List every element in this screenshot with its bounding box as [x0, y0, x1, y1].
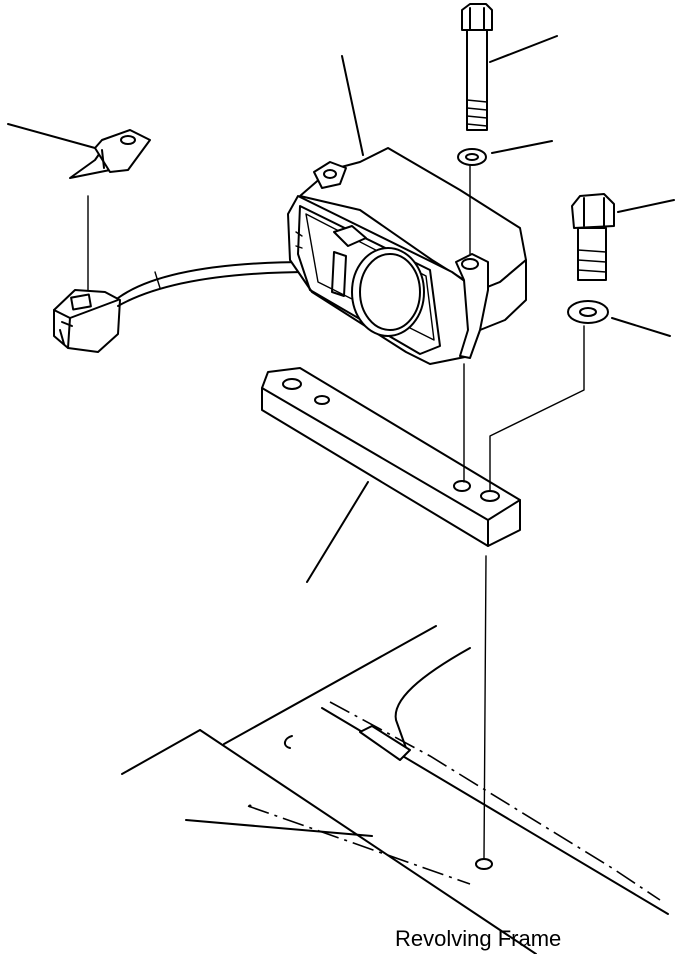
assembly-lines: [463, 325, 585, 859]
revolving-frame-label: Revolving Frame: [395, 926, 562, 951]
wire-connector: [53, 195, 313, 353]
washer-right: [567, 300, 609, 324]
mounting-bracket: [261, 367, 521, 547]
switch-box: [287, 147, 527, 365]
callout-leader-lines: [7, 35, 675, 837]
revolving-frame: [121, 625, 669, 954]
short-bolt: [571, 193, 615, 281]
long-bolt: [461, 3, 493, 131]
wire-clip: [69, 129, 151, 179]
washer-top: [457, 148, 487, 255]
